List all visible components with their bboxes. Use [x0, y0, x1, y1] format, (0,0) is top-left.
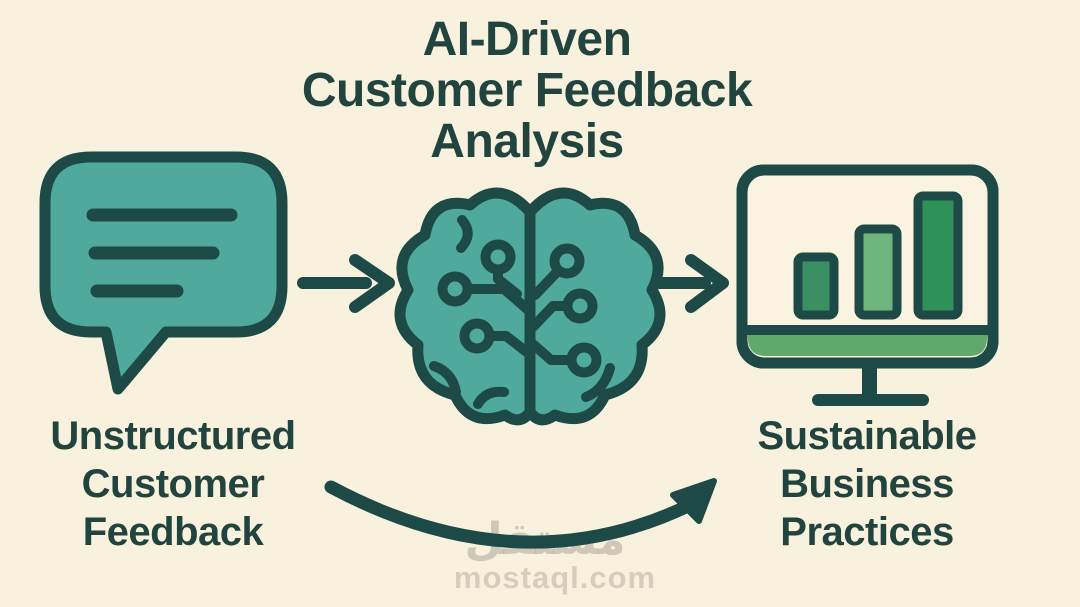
- curved-right-arrow-icon: [324, 478, 717, 549]
- right-label-line-3: Practices: [780, 510, 954, 554]
- right-label-line-2: Business: [780, 462, 954, 506]
- ai-circuit-brain-icon: [394, 187, 666, 426]
- left-label-line-3: Feedback: [82, 510, 264, 554]
- title-line-2: Customer Feedback: [301, 64, 753, 117]
- left-label-line-1: Unstructured: [50, 414, 296, 458]
- right-node-label: Sustainable Business Practices: [717, 412, 1017, 556]
- page-title: AI-Driven Customer Feedback Analysis: [0, 14, 1054, 167]
- speech-bubble-icon: [39, 151, 288, 395]
- left-label-line-2: Customer: [81, 462, 265, 506]
- right-arrow-icon-1: [297, 254, 395, 313]
- right-arrow-icon-2: [651, 254, 729, 313]
- watermark-site: mostaql.com: [453, 560, 657, 595]
- right-label-line-1: Sustainable: [757, 414, 977, 458]
- bar-chart-monitor-icon: [736, 164, 999, 406]
- title-line-1: AI-Driven: [422, 13, 632, 66]
- title-line-3: Analysis: [430, 115, 624, 168]
- left-node-label: Unstructured Customer Feedback: [13, 412, 333, 556]
